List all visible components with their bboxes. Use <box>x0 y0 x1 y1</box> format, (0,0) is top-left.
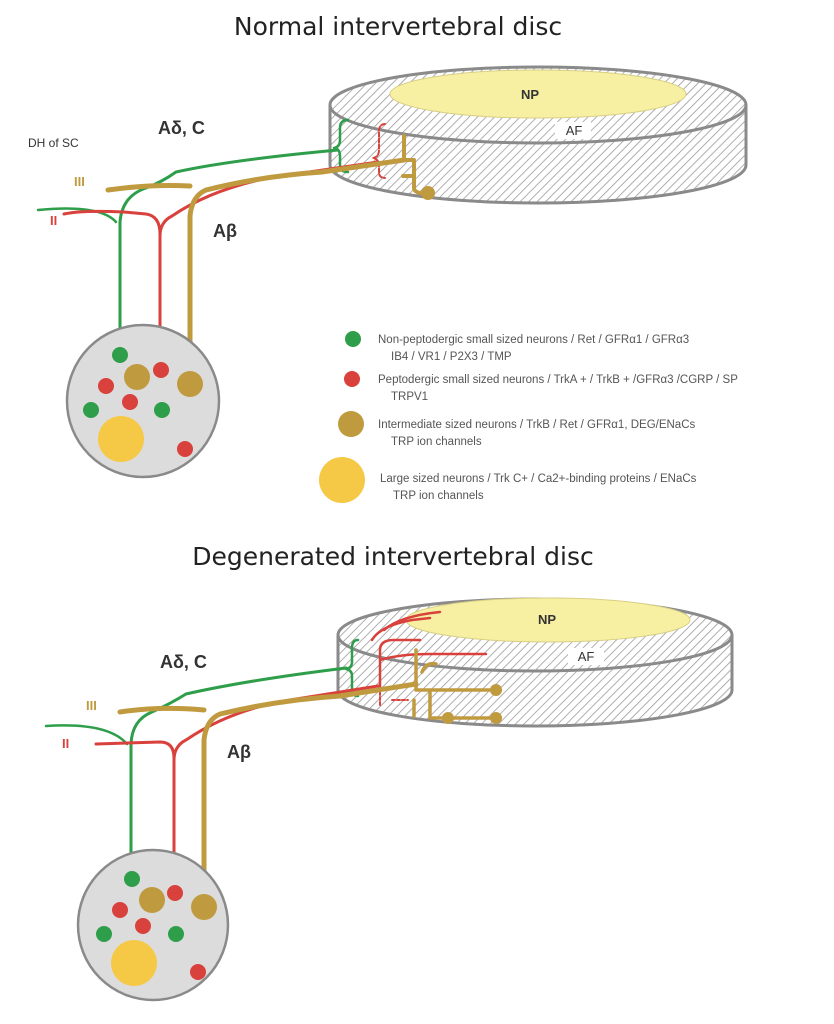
neuron-dot <box>139 887 165 913</box>
degenerated-title: Degenerated intervertebral disc <box>192 542 594 571</box>
degenerated-fiber-small-label: Aδ, C <box>160 652 207 672</box>
neuron-dot <box>135 918 151 934</box>
normal-gold-fiber <box>187 157 407 379</box>
svg-text:Intermediate sized neurons / T: Intermediate sized neurons / TrkB / Ret … <box>378 419 696 431</box>
degenerated-gold-ending <box>442 712 454 724</box>
neuron-dot <box>96 926 112 942</box>
degenerated-np-label: NP <box>538 612 556 627</box>
neuron-dot <box>112 347 128 363</box>
normal-ganglion <box>65 323 221 479</box>
degenerated-nerve-fibers <box>44 610 502 903</box>
svg-text:TRP ion channels: TRP ion channels <box>391 436 482 448</box>
neuron-dot <box>112 902 128 918</box>
neuron-dot <box>177 441 193 457</box>
legend: Non-peptodergic small sized neurons / Re… <box>319 331 738 503</box>
normal-fiber-large-label: Aβ <box>213 221 237 241</box>
normal-gold-ending <box>421 186 435 200</box>
degenerated-af-label: AF <box>578 649 595 664</box>
normal-fiber-small-label: Aδ, C <box>158 118 205 138</box>
normal-title: Normal intervertebral disc <box>234 12 562 41</box>
degenerated-green-fiber <box>129 666 348 874</box>
normal-af-label: AF <box>566 123 583 138</box>
normal-panel: Normal intervertebral disc NP AF <box>28 12 748 503</box>
neuron-dot <box>177 371 203 397</box>
neuron-dot <box>111 940 157 986</box>
svg-text:TRP ion channels: TRP ion channels <box>393 490 484 502</box>
degenerated-ganglion <box>76 848 230 1002</box>
normal-disc: NP AF <box>328 65 748 205</box>
normal-red-fiber <box>62 209 162 365</box>
degenerated-drg-circle <box>76 848 230 1002</box>
neuron-dot <box>167 885 183 901</box>
normal-lamina-iii-label: III <box>74 174 85 189</box>
legend-item-yellow: Large sized neurons / Trk C+ / Ca2+-bind… <box>319 457 697 503</box>
legend-item-gold: Intermediate sized neurons / TrkB / Ret … <box>338 411 696 448</box>
neuron-dot <box>98 416 144 462</box>
neuron-dot <box>190 964 206 980</box>
normal-dh-label: DH of SC <box>28 136 79 150</box>
normal-drg-circle <box>65 323 221 479</box>
neuron-dot <box>83 402 99 418</box>
neuron-dot <box>98 378 114 394</box>
neuron-dot <box>154 402 170 418</box>
svg-text:TRPV1: TRPV1 <box>391 391 428 403</box>
normal-nerve-fibers <box>36 118 435 379</box>
normal-green-fiber <box>118 148 340 352</box>
degenerated-gold-ending <box>490 712 502 724</box>
svg-text:Non-peptodergic small sized ne: Non-peptodergic small sized neurons / Re… <box>378 334 689 346</box>
neuron-dot <box>191 894 217 920</box>
neuron-dot <box>124 871 140 887</box>
degenerated-fiber-large-label: Aβ <box>227 742 251 762</box>
degenerated-lamina-iii-label: III <box>86 698 97 713</box>
normal-lamina-ii-label: II <box>50 213 57 228</box>
degenerated-gold-fiber <box>201 681 419 903</box>
neuron-dot <box>124 364 150 390</box>
svg-text:Peptodergic small sized neuron: Peptodergic small sized neurons / TrkA +… <box>378 374 738 386</box>
svg-text:Large sized neurons / Trk C+ /: Large sized neurons / Trk C+ / Ca2+-bind… <box>380 473 697 485</box>
neuron-dot <box>168 926 184 942</box>
degenerated-panel: Degenerated intervertebral disc NP AF <box>44 542 734 1002</box>
normal-np-label: NP <box>521 87 539 102</box>
neuron-dot <box>122 394 138 410</box>
svg-text:IB4 / VR1 / P2X3 / TMP: IB4 / VR1 / P2X3 / TMP <box>391 351 512 363</box>
degenerated-lamina-ii-label: II <box>62 736 69 751</box>
neuron-dot <box>153 362 169 378</box>
legend-item-green: Non-peptodergic small sized neurons / Re… <box>345 331 689 363</box>
legend-item-red: Peptodergic small sized neurons / TrkA +… <box>344 371 738 403</box>
degenerated-gold-ending <box>490 684 502 696</box>
degenerated-disc: NP AF <box>336 597 734 728</box>
